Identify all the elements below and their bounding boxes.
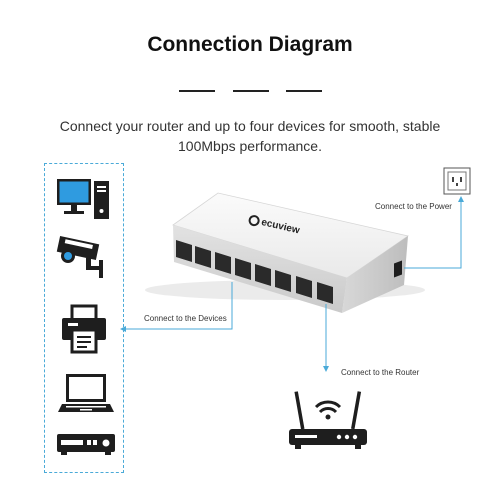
router-label: Connect to the Router (341, 368, 420, 377)
laptop-icon (58, 374, 114, 412)
page-subtitle: Connect your router and up to four devic… (59, 118, 441, 154)
devices-panel (44, 163, 124, 473)
ethernet-port-1 (176, 240, 192, 262)
ethernet-port-3 (215, 252, 231, 274)
devices-arrow-icon (120, 326, 126, 332)
desktop-computer-icon (57, 179, 109, 219)
devices-label: Connect to the Devices (144, 314, 227, 323)
ethernet-port-7 (296, 276, 312, 298)
ethernet-port-4 (235, 258, 251, 280)
ethernet-port-5 (255, 264, 271, 286)
wifi-router-icon (289, 391, 367, 449)
power-connection-line (404, 202, 462, 269)
ethernet-port-2 (195, 246, 211, 268)
power-arrow-icon (458, 196, 464, 202)
ethernet-port-8 (317, 282, 333, 304)
power-label: Connect to the Power (375, 202, 452, 211)
power-outlet-icon (443, 167, 471, 195)
page-title: Connection Diagram (147, 33, 353, 56)
title-divider-1 (179, 90, 215, 92)
dvr-recorder-icon (57, 434, 115, 455)
title-divider-2 (233, 90, 269, 92)
security-camera-icon (56, 236, 103, 278)
ethernet-port-6 (275, 270, 291, 292)
title-divider-3 (286, 90, 322, 92)
devices-connection-line (126, 282, 233, 330)
router-arrow-icon (323, 366, 329, 372)
printer-icon (62, 304, 106, 354)
